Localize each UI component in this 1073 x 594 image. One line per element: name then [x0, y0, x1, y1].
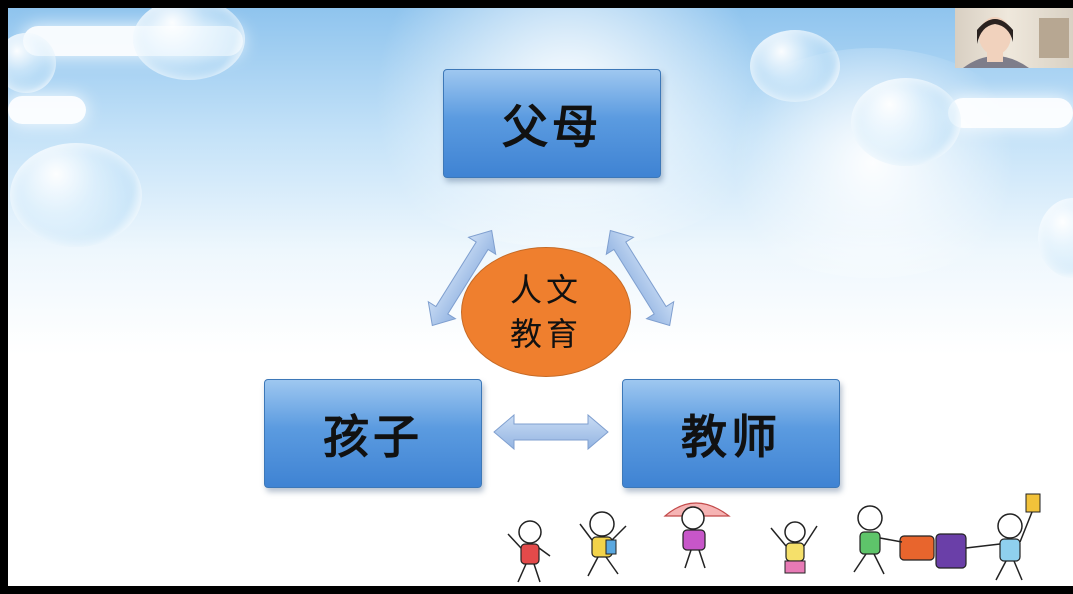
webcam-person-icon: [963, 17, 1069, 68]
teacher-label: 教师: [681, 409, 781, 464]
child-figure-icon: [579, 511, 627, 577]
children-illustration: [507, 493, 1041, 583]
bubble-icon: [750, 30, 840, 102]
teacher-box: 教师: [622, 379, 840, 488]
double-arrow-icon: [427, 229, 497, 327]
child-label: 孩子: [323, 409, 423, 464]
double-arrow-icon: [493, 413, 609, 451]
center-label-line2: 教育: [509, 315, 582, 353]
humanistic-education-circle: 人文 教育: [461, 247, 631, 377]
double-arrow-icon: [605, 229, 675, 327]
bubble-icon: [133, 8, 245, 80]
cloud-icon: [948, 98, 1073, 128]
cloud-icon: [8, 96, 86, 124]
center-label-line1: 人文: [509, 271, 582, 309]
child-figure-icon: [507, 520, 551, 583]
child-box: 孩子: [264, 379, 482, 488]
child-figure-icon: [935, 493, 1041, 581]
bubble-icon: [851, 78, 961, 166]
webcam-thumbnail[interactable]: [955, 8, 1073, 68]
parents-box: 父母: [443, 69, 661, 178]
child-figure-icon: [663, 502, 731, 569]
child-figure-icon: [853, 505, 935, 575]
child-figure-icon: [770, 521, 818, 574]
bubble-icon: [10, 143, 142, 247]
parents-label: 父母: [502, 99, 602, 154]
bubble-icon: [8, 33, 56, 93]
